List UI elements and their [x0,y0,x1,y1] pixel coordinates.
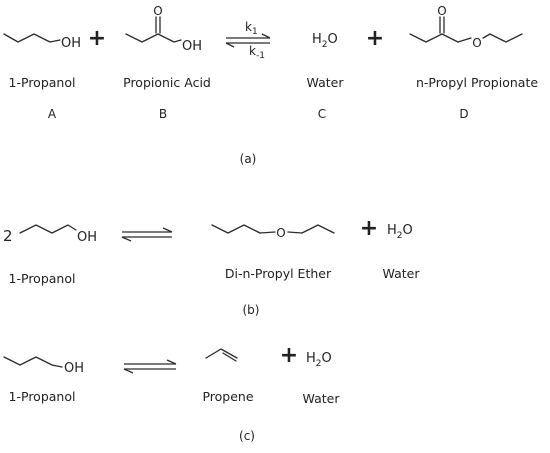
propyl-propionate-structure: O O [409,4,523,50]
equilibrium-arrow-b [121,227,173,242]
propionic-acid-structure: O OH [125,4,202,54]
propene-structure [205,348,238,362]
letter-a: A [48,107,57,121]
carbonyl-oxygen-label: O [437,4,446,18]
name-propanol: 1-Propanol [9,75,76,90]
letter-d: D [459,107,468,121]
name-propionic-acid: Propionic Acid [123,75,211,90]
water-formula: H2O [387,223,413,241]
ether-oxygen-label: O [276,226,285,240]
hydroxyl-label: OH [61,36,81,51]
letter-b: B [159,107,167,121]
dipropyl-ether-structure: O [211,224,335,240]
water-formula: H2O [312,32,338,50]
plus-sign: + [88,26,106,51]
name-dipropyl-ether: Di-n-Propyl Ether [225,266,332,281]
propanol-structure-a: OH [3,33,81,51]
name-water: Water [303,391,341,406]
reaction-c: OH + H2O 1-Propanol Propene Water (c) [3,343,341,443]
caption-a: (a) [240,152,257,166]
carbonyl-oxygen-label: O [153,4,162,18]
plus-sign: + [360,216,378,241]
stoichiometric-coefficient: 2 [3,227,13,245]
propanol-structure-c: OH [3,356,84,376]
caption-c: (c) [239,429,255,443]
name-water: Water [383,266,421,281]
equilibrium-arrow-a [225,33,271,48]
name-water: Water [307,75,345,90]
rate-constant-forward: k1 [245,20,258,37]
plus-sign: + [366,26,384,51]
name-propyl-propionate: n-Propyl Propionate [416,75,538,90]
ester-oxygen-label: O [472,36,481,50]
hydroxyl-label: OH [64,361,84,376]
letter-c: C [318,107,326,121]
reaction-a: OH + O OH k1 k-1 H2O + [3,4,538,166]
propanol-structure-b: OH [19,224,97,245]
rate-constant-reverse: k-1 [249,44,265,61]
water-formula: H2O [306,351,332,369]
name-propanol: 1-Propanol [9,271,76,286]
hydroxyl-label: OH [182,39,202,54]
hydroxyl-label: OH [77,230,97,245]
name-propene: Propene [202,389,253,404]
reaction-b: 2 OH O + H2O 1-Propanol Di-n-Propyl Ethe… [3,216,420,317]
plus-sign: + [280,343,298,368]
equilibrium-arrow-c [123,359,177,374]
name-propanol: 1-Propanol [9,389,76,404]
caption-b: (b) [243,303,260,317]
